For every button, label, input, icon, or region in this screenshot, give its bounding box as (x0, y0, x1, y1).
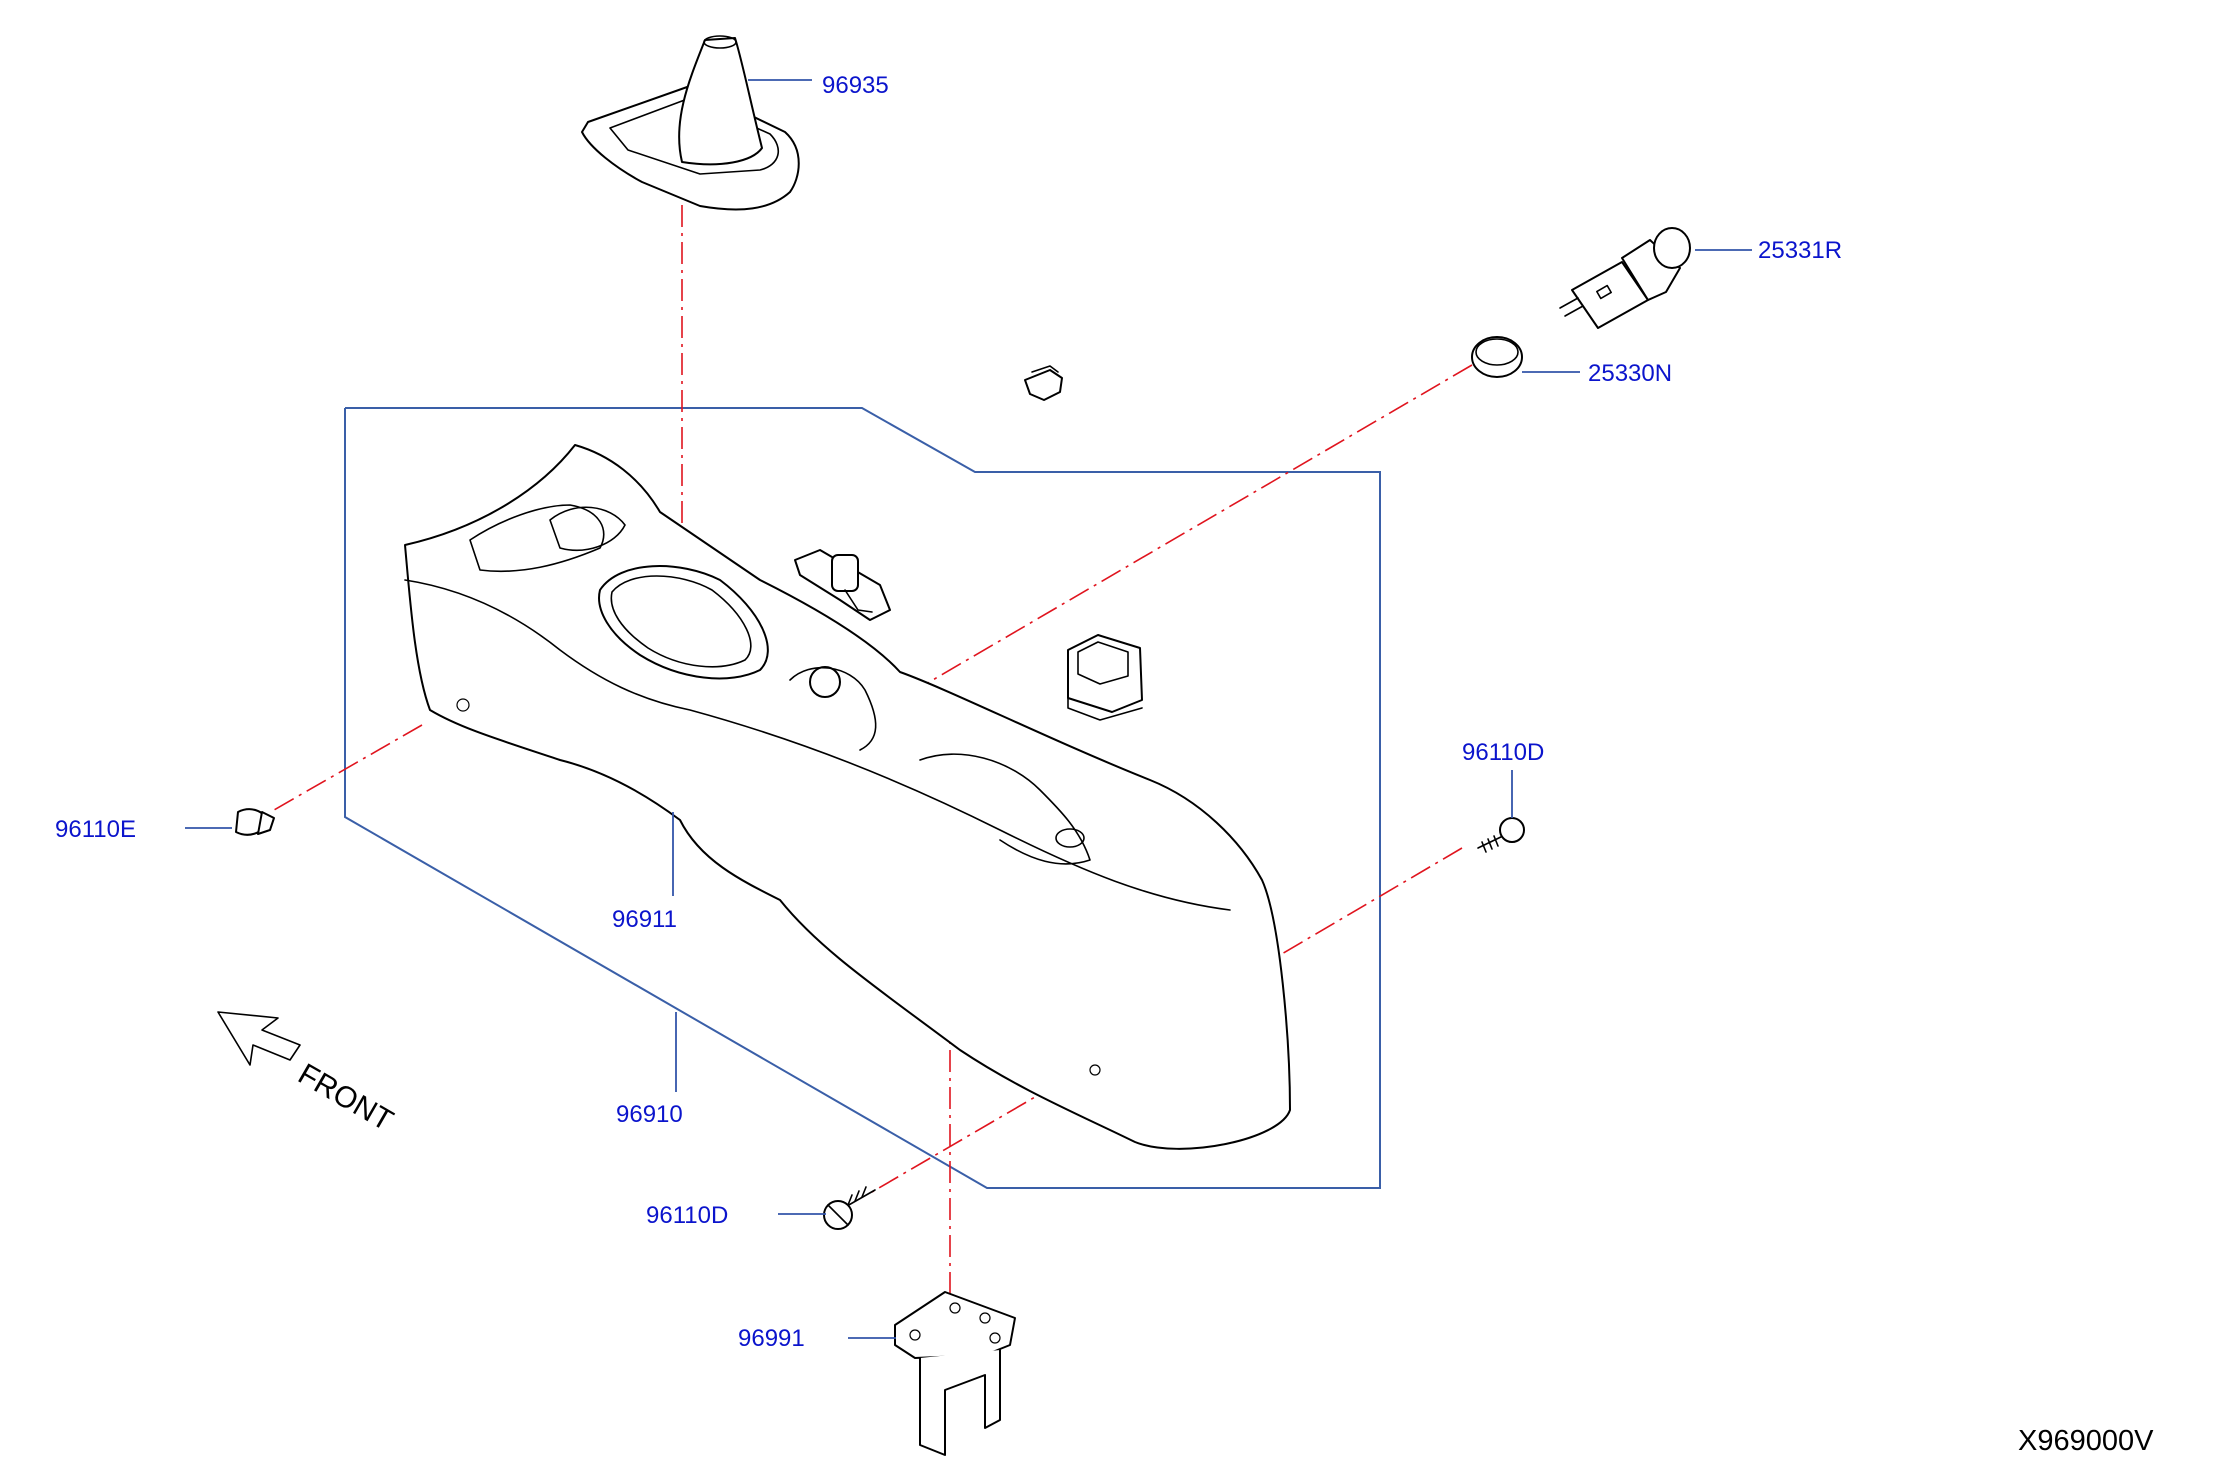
small-clip-icon (1024, 365, 1063, 401)
label-shift-boot: 96935 (822, 72, 889, 99)
label-clip-left: 96110E (55, 816, 136, 843)
label-console-inner: 96911 (612, 906, 677, 933)
center-console-icon (404, 444, 1291, 1150)
assembly-frame (344, 407, 1381, 1189)
catalog-code: X969000V (2018, 1425, 2154, 1457)
leader-lines (185, 79, 1752, 1339)
front-label: FRONT (293, 1057, 399, 1137)
label-cigar-lighter: 25331R (1758, 237, 1842, 264)
console-switch-icon (1067, 634, 1143, 721)
front-arrow-icon (217, 1011, 301, 1066)
label-lighter-socket: 25330N (1588, 360, 1672, 387)
mount-bracket-icon (794, 549, 891, 621)
shift-boot-icon (581, 35, 800, 211)
lighter-socket-icon (1471, 336, 1523, 378)
cigar-lighter-icon (1559, 227, 1691, 329)
screw-bottom-icon (823, 1186, 876, 1230)
clip-left-icon (235, 808, 275, 836)
screw-right-icon (1477, 817, 1525, 853)
label-bracket: 96991 (738, 1325, 805, 1352)
bracket-icon (894, 1291, 1016, 1456)
label-console-assembly: 96910 (616, 1101, 683, 1128)
label-screw-bottom: 96110D (646, 1202, 728, 1229)
label-screw-right: 96110D (1462, 739, 1544, 766)
